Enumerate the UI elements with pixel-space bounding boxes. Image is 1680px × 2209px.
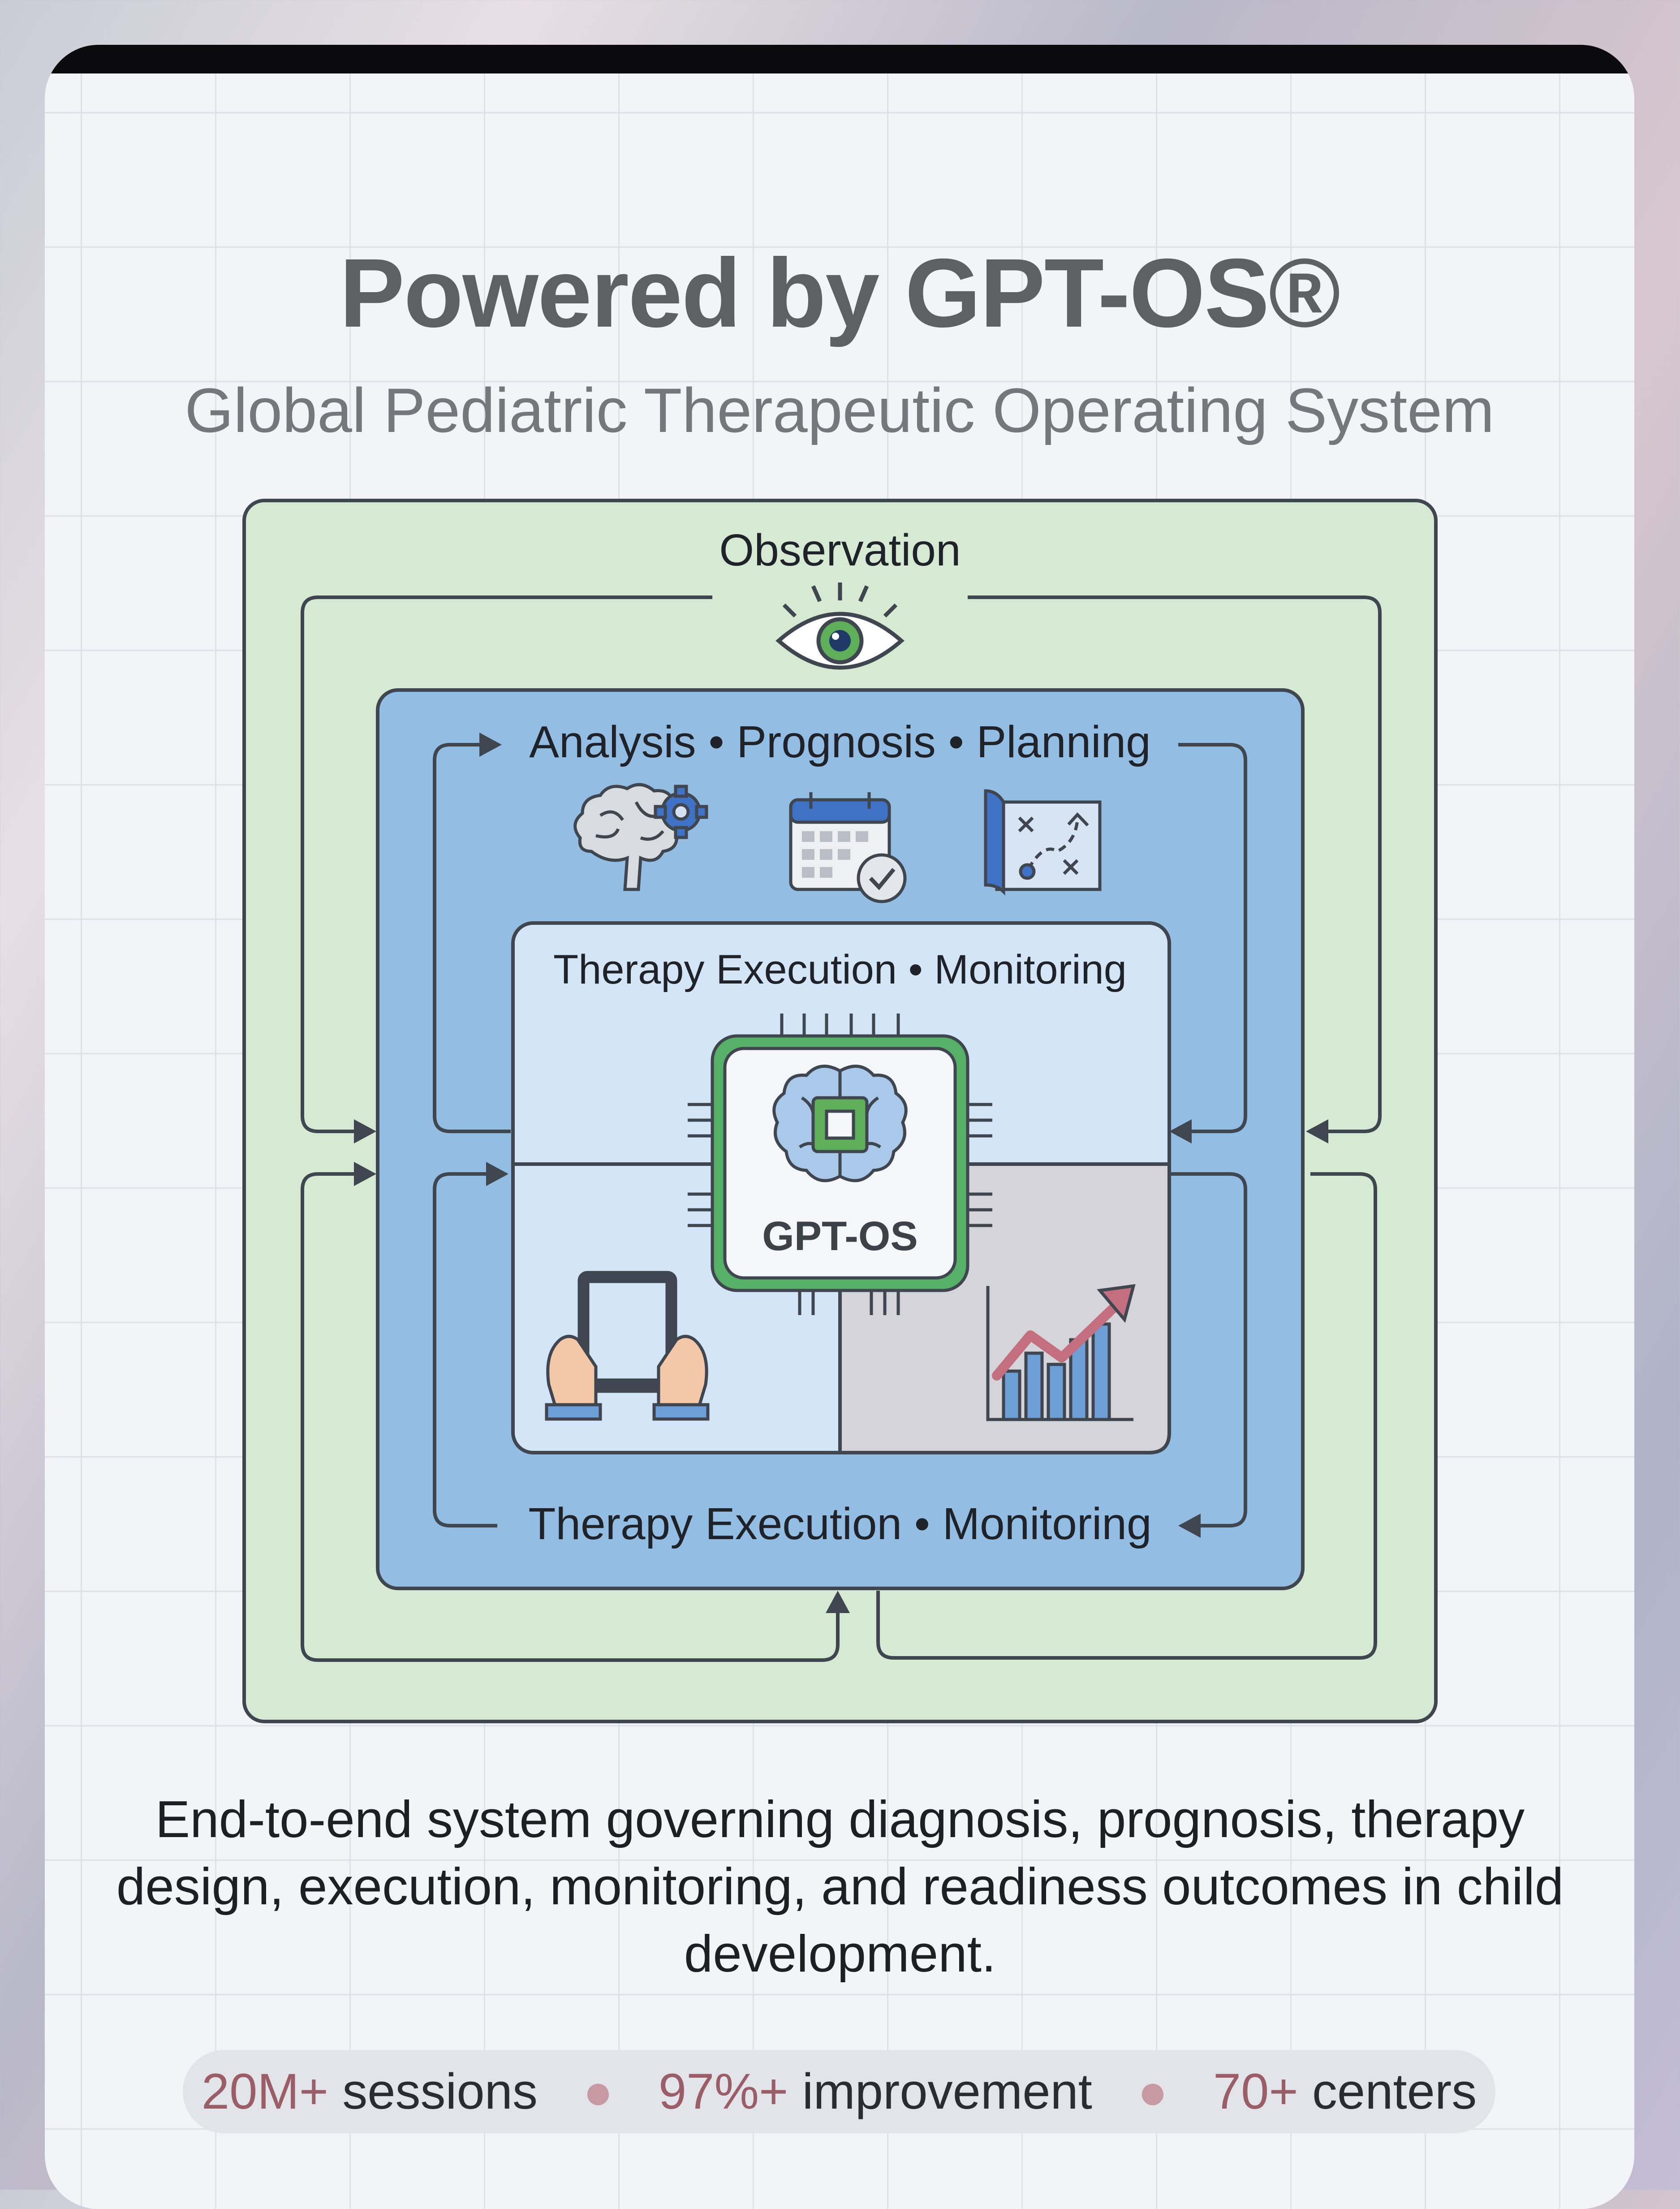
stat-label-centers: centers bbox=[1312, 2063, 1477, 2119]
separator-dot: ● bbox=[1137, 2063, 1168, 2119]
middle-loop-lines bbox=[433, 743, 1247, 1527]
tablet-hands-icon bbox=[545, 1271, 710, 1421]
stat-value-centers: 70+ bbox=[1213, 2063, 1298, 2119]
page-subtitle: Global Pediatric Therapeutic Operating S… bbox=[185, 375, 1495, 445]
brain-gear-icon bbox=[573, 783, 708, 891]
stat-label-improvement: improvement bbox=[802, 2063, 1092, 2119]
stat-value-sessions: 20M+ bbox=[201, 2063, 329, 2119]
page-title: Powered by GPT-OS® bbox=[339, 239, 1340, 348]
middle-loop-arrowheads bbox=[479, 733, 1201, 1538]
stat-value-improvement: 97%+ bbox=[658, 2063, 788, 2119]
therapy-label: Therapy Execution • Monitoring bbox=[553, 947, 1127, 992]
outer-loop-lines bbox=[301, 595, 1382, 1662]
stats-bar: 20M+ sessions ● 97%+ improvement ● 70+ c… bbox=[183, 2050, 1495, 2133]
separator-dot: ● bbox=[583, 2063, 613, 2119]
chip-pins bbox=[688, 1014, 992, 1315]
analysis-label: Analysis • Prognosis • Planning bbox=[529, 717, 1150, 767]
eye-icon bbox=[775, 582, 905, 670]
observation-label: Observation bbox=[719, 525, 961, 575]
brain-chip-icon bbox=[772, 1065, 908, 1182]
description-text: End-to-end system governing diagnosis, p… bbox=[116, 1790, 1564, 1983]
calendar-check-icon bbox=[789, 792, 907, 903]
top-bar bbox=[45, 45, 1634, 73]
execution-label: Therapy Execution • Monitoring bbox=[528, 1499, 1151, 1549]
growth-chart-icon bbox=[986, 1284, 1136, 1421]
outer-loop-arrowheads bbox=[354, 1119, 1328, 1613]
core-label: GPT-OS bbox=[762, 1213, 918, 1259]
stat-label-sessions: sessions bbox=[342, 2063, 538, 2119]
strategy-map-icon bbox=[984, 789, 1102, 896]
